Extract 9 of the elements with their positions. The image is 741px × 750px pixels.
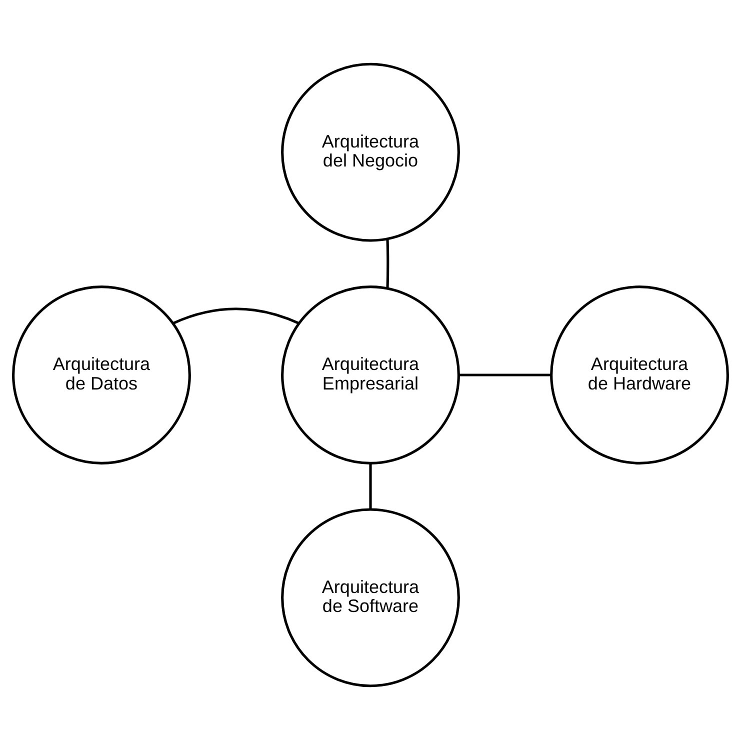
node-circle: Arquitectura de Software [281, 508, 460, 688]
connector [386, 239, 390, 288]
connector [369, 463, 372, 510]
connector [458, 374, 552, 376]
connector [172, 308, 300, 325]
node-circle: Arquitectura de Hardware [550, 286, 729, 464]
node-circle: Arquitectura Empresarial [281, 286, 460, 464]
node-circle: Arquitectura del Negocio [281, 62, 460, 242]
node-circle: Arquitectura de Datos [12, 286, 191, 464]
